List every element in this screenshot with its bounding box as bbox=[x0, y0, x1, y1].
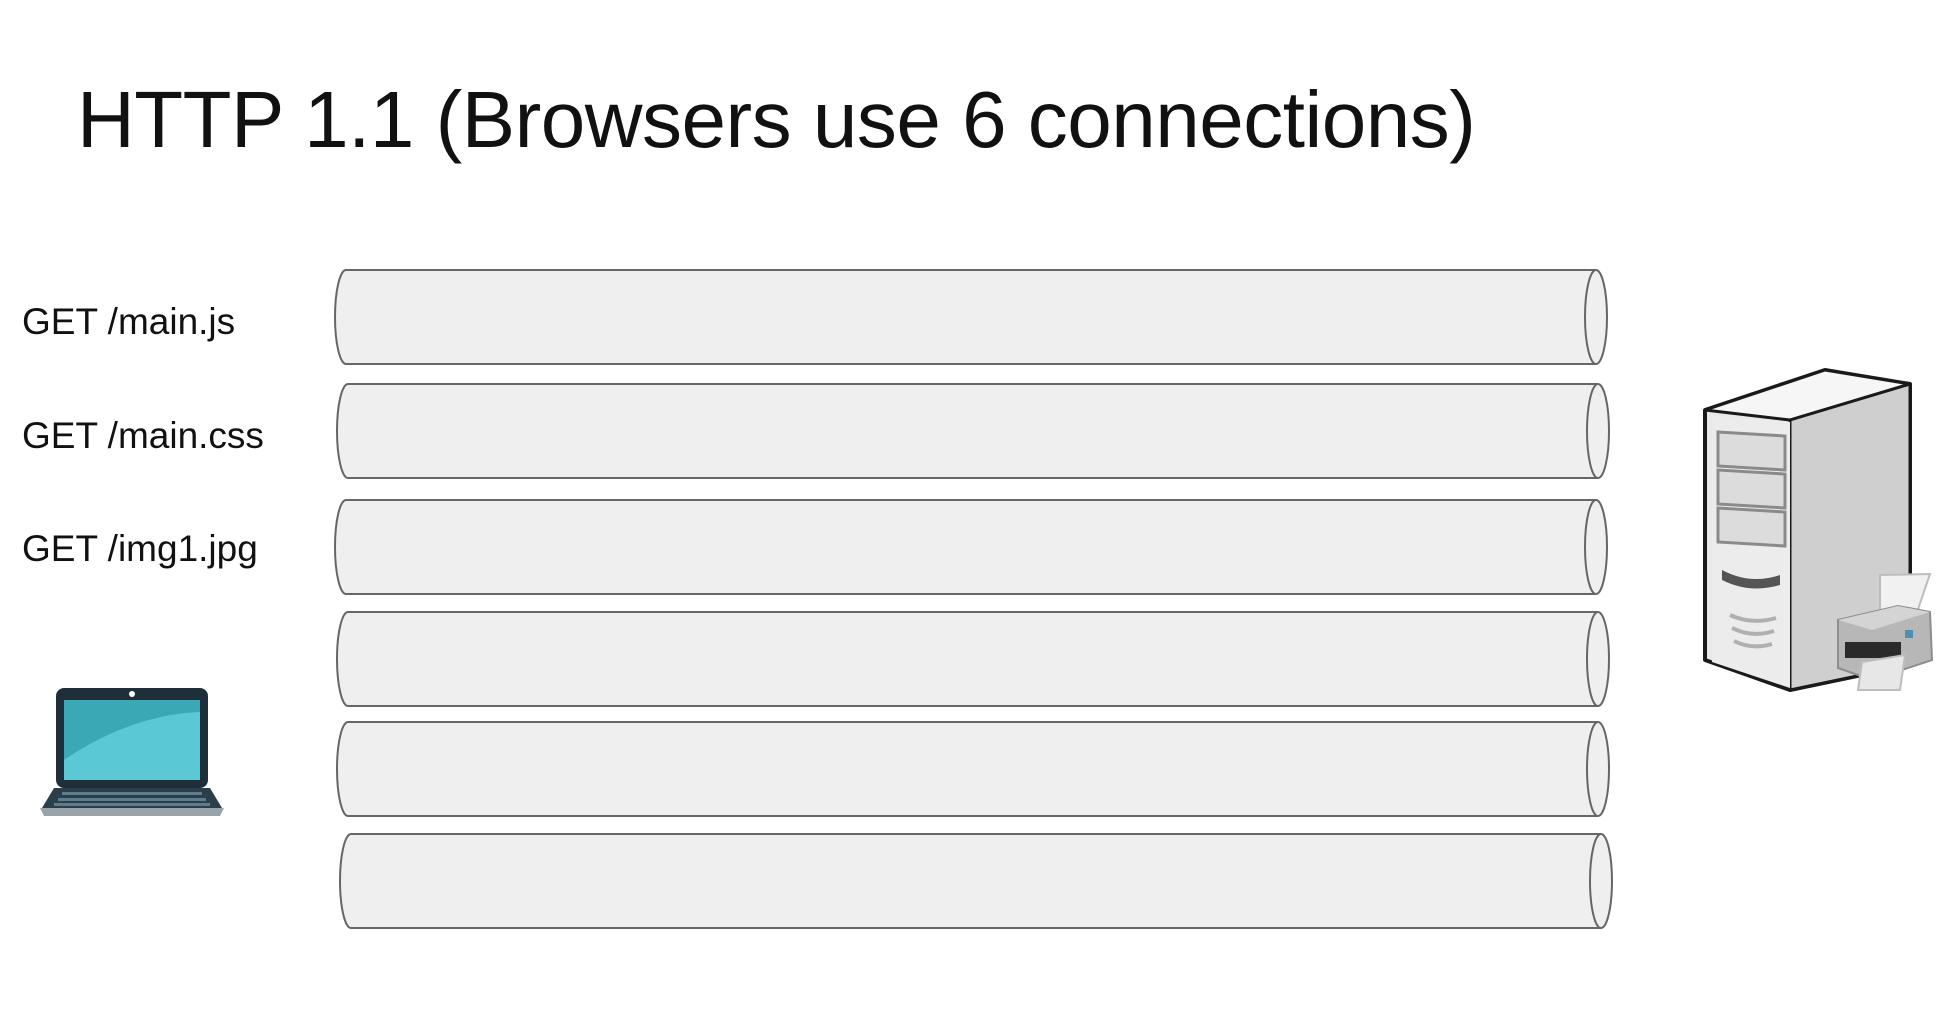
connection-pipe bbox=[336, 611, 1610, 707]
laptop-icon bbox=[40, 688, 224, 816]
connection-pipe bbox=[339, 833, 1613, 929]
connection-pipe bbox=[336, 383, 1610, 479]
slide-title: HTTP 1.1 (Browsers use 6 connections) bbox=[77, 75, 1476, 164]
connection-pipe bbox=[334, 269, 1608, 365]
server-tower-icon bbox=[1703, 368, 1934, 692]
request-label-main-css: GET /main.css bbox=[22, 415, 264, 456]
connection-pipe bbox=[336, 721, 1610, 817]
connection-pipe bbox=[334, 499, 1608, 595]
request-label-main-js: GET /main.js bbox=[22, 301, 236, 342]
request-label-img1-jpg: GET /img1.jpg bbox=[22, 528, 258, 569]
connection-pipes bbox=[334, 269, 1613, 929]
printer-icon bbox=[1837, 572, 1934, 691]
